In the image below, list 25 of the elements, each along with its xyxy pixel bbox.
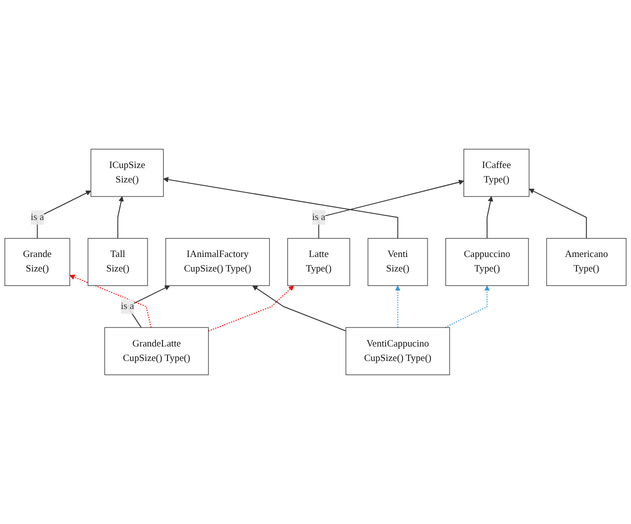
edge-label: is a [312, 212, 326, 222]
arrow [444, 285, 490, 328]
arrow [252, 285, 346, 332]
node-box: Grande Size() [4, 238, 70, 286]
arrow [528, 188, 587, 239]
arrow [318, 180, 464, 239]
arrow [70, 274, 152, 328]
node-box: Tall Size() [88, 238, 148, 286]
arrow [163, 176, 398, 239]
edge-label: is a [120, 301, 134, 312]
arrow [395, 285, 400, 328]
edge-label: is a [30, 212, 44, 222]
node-box: Cappuccino Type() [445, 238, 529, 286]
node-box: ICaffee Type() [464, 148, 530, 197]
node-box: GrandeLatte CupSize() Type() [104, 327, 209, 376]
node-box: VentiCappucino CupSize() Type() [346, 327, 450, 376]
node-box: Venti Size() [368, 238, 428, 286]
arrow [117, 196, 124, 239]
node-box: Latte Type() [287, 238, 350, 286]
arrow [486, 196, 494, 239]
arrow [36, 190, 92, 239]
arrow [208, 285, 294, 332]
node-box: Americano Type() [546, 238, 626, 286]
node-box: ICupSize Size() [90, 148, 164, 197]
node-box: IAnimalFactory CupSize() Type() [165, 238, 270, 286]
